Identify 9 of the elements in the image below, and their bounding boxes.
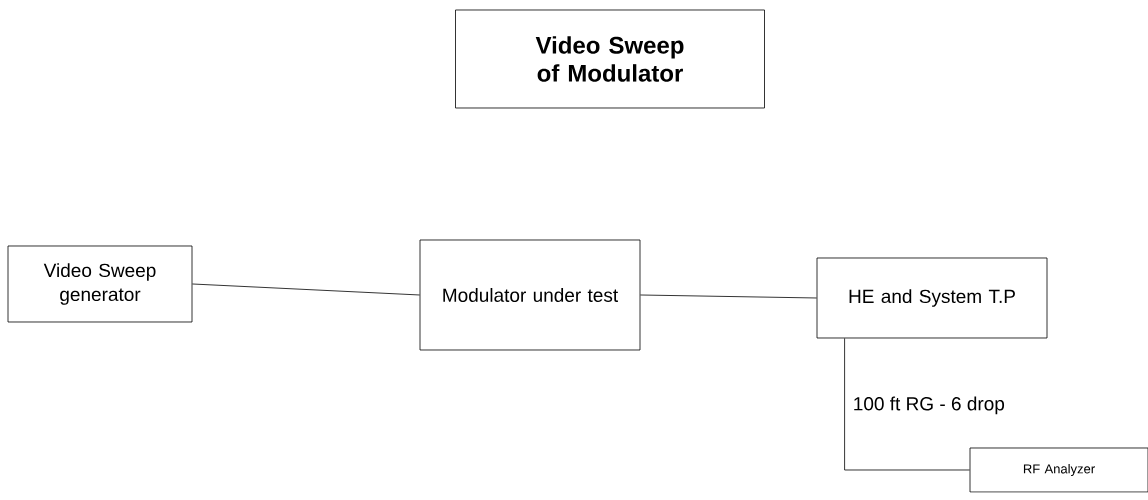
connector-line — [844, 338, 970, 471]
process-box: RF Analyzer — [969, 447, 1148, 493]
edge-label: 100 ft RG - 6 drop — [850, 394, 1007, 417]
process-box: Video Sweep generator — [7, 245, 193, 323]
title-box: Video Sweep of Modulator — [455, 9, 765, 109]
process-box: HE and System T.P — [816, 257, 1048, 339]
connector-line — [192, 283, 420, 296]
connector-line — [640, 294, 817, 299]
process-box: Modulator under test — [419, 239, 641, 351]
